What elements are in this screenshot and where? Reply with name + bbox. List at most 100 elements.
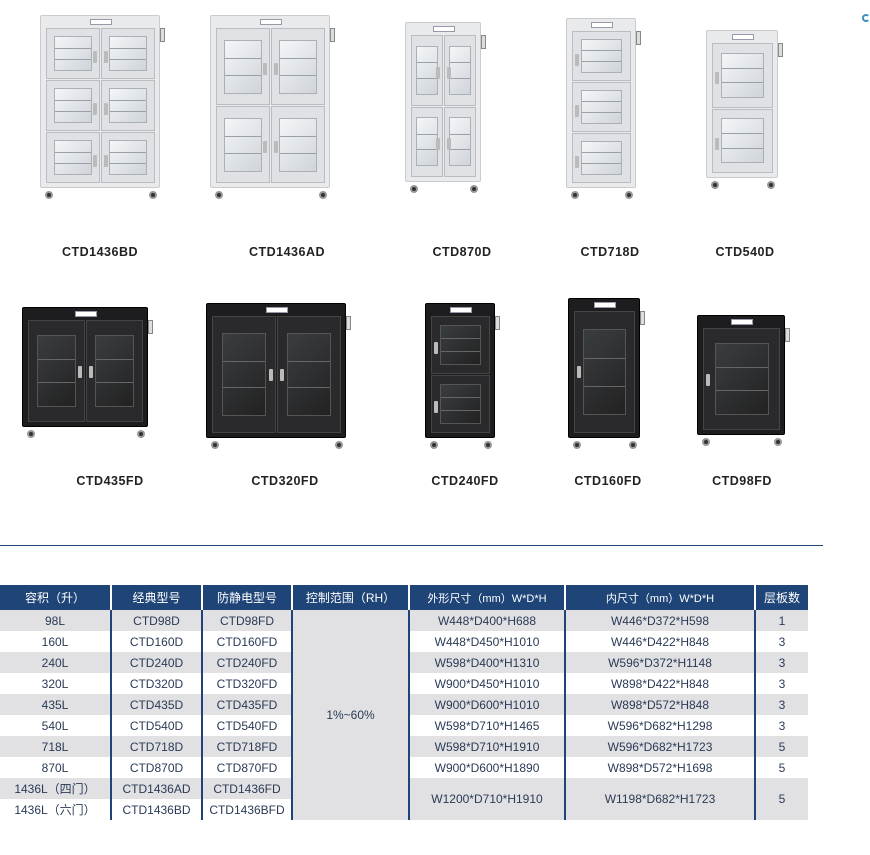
cabinet-door: [431, 375, 490, 433]
antistatic-model-cell: CTD98FD: [201, 610, 292, 631]
hygrometer-panel: [481, 35, 486, 49]
cabinet-door: [712, 108, 773, 173]
shelf: [581, 61, 622, 63]
antistatic-model-cell: CTD1436FD: [201, 778, 292, 799]
product-model-label: CTD718D: [580, 245, 640, 259]
door-handle: [93, 155, 97, 168]
shelf: [280, 135, 316, 137]
product-model-label: CTD160FD: [574, 474, 642, 488]
shelf: [110, 162, 146, 164]
product-model-label: CTD540D: [715, 245, 775, 259]
shelf: [581, 152, 622, 154]
shelf: [715, 390, 768, 392]
shelf: [722, 147, 763, 149]
inner-cell: W1198*D682*H1723: [564, 778, 755, 820]
inner-size-cell: W446*D422*H848: [564, 631, 755, 652]
glass-window: [580, 89, 623, 125]
brand-logo: [594, 302, 616, 308]
shelf: [37, 359, 76, 361]
hygrometer-panel: [495, 316, 500, 330]
brand-logo: [75, 311, 97, 317]
door-handle: [447, 66, 451, 79]
antistatic-model-cell: CTD435FD: [201, 694, 292, 715]
brand-logo: [591, 22, 613, 28]
door-handle: [434, 342, 438, 355]
antistatic-model-cell: CTD540FD: [201, 715, 292, 736]
door-handle: [575, 104, 579, 117]
cabinet-door: [572, 31, 631, 81]
shelf: [55, 47, 91, 49]
brand-logo: [90, 19, 112, 25]
antistatic-model-cell: CTD240FD: [201, 652, 292, 673]
glass-window: [416, 117, 438, 167]
shelf: [37, 382, 76, 384]
table-header-row: 容积（升） 经典型号 防静电型号 控制范围（RH） 外形尺寸（mm）W*D*H …: [0, 585, 808, 610]
door-handle: [280, 368, 284, 381]
antistatic-model-cell: CTD870FD: [201, 757, 292, 778]
glass-window: [580, 38, 623, 74]
shelf: [722, 133, 763, 135]
shelf: [225, 57, 261, 59]
hygrometer-panel: [636, 31, 641, 45]
classic-model-cell: CTD320D: [110, 673, 202, 694]
caster-wheel: [149, 191, 157, 199]
cabinet-door: [431, 316, 490, 374]
door-handle: [575, 53, 579, 66]
door-handle: [436, 66, 440, 79]
glass-window: [286, 333, 332, 416]
shelf: [287, 387, 331, 389]
capacity-cell: 1436L（四门）: [0, 778, 111, 799]
antistatic-model-cell: CTD160FD: [201, 631, 292, 652]
capacity-cell: 718L: [0, 736, 111, 757]
glass-window: [721, 52, 764, 98]
caster-wheel: [470, 185, 478, 193]
door-handle: [269, 368, 273, 381]
shelf: [55, 162, 91, 164]
brand-logo: [260, 19, 282, 25]
glass-window: [54, 139, 92, 176]
product-model-label: CTD435FD: [76, 474, 144, 488]
caster-wheel: [335, 441, 343, 449]
outer-cell: W1200*D710*H1910: [408, 778, 565, 820]
glass-window: [279, 39, 317, 94]
product-model-label: CTD240FD: [431, 474, 499, 488]
caster-wheel: [702, 438, 710, 446]
glass-window: [224, 39, 262, 94]
caster-wheel: [711, 181, 719, 189]
caster-wheel: [319, 191, 327, 199]
cabinet-door: [411, 35, 443, 106]
shelf: [222, 360, 266, 362]
door-handle: [89, 366, 93, 378]
outer-size-cell: W598*D710*H1910: [408, 736, 565, 757]
cabinet-image: [568, 298, 645, 449]
glass-window: [721, 118, 764, 164]
shelf: [280, 74, 316, 76]
capacity-cell: 1436L（六门）: [0, 799, 111, 820]
cabinet-door: [574, 311, 635, 433]
brand-logo: [266, 307, 288, 313]
shelf: [440, 397, 481, 399]
header-capacity: 容积（升）: [0, 585, 111, 610]
cabinet-door: [411, 106, 443, 177]
glass-window: [714, 343, 769, 415]
shelf: [110, 151, 146, 153]
shelf: [450, 77, 470, 79]
door-handle: [715, 72, 719, 85]
door-handle: [447, 138, 451, 151]
shelf: [581, 163, 622, 165]
cabinet-door: [572, 82, 631, 132]
classic-model-cell: CTD1436AD: [110, 778, 202, 799]
antistatic-model-cell: CTD1436BFD: [201, 799, 292, 820]
door-handle: [577, 366, 581, 378]
shelf: [584, 357, 625, 359]
classic-model-cell: CTD435D: [110, 694, 202, 715]
shelf: [225, 152, 261, 154]
inner-size-cell: W446*D372*H598: [564, 610, 755, 631]
shelves-cell: 3: [754, 631, 808, 652]
classic-model-cell: CTD718D: [110, 736, 202, 757]
glass-window: [36, 335, 77, 407]
glass-window: [416, 45, 438, 95]
